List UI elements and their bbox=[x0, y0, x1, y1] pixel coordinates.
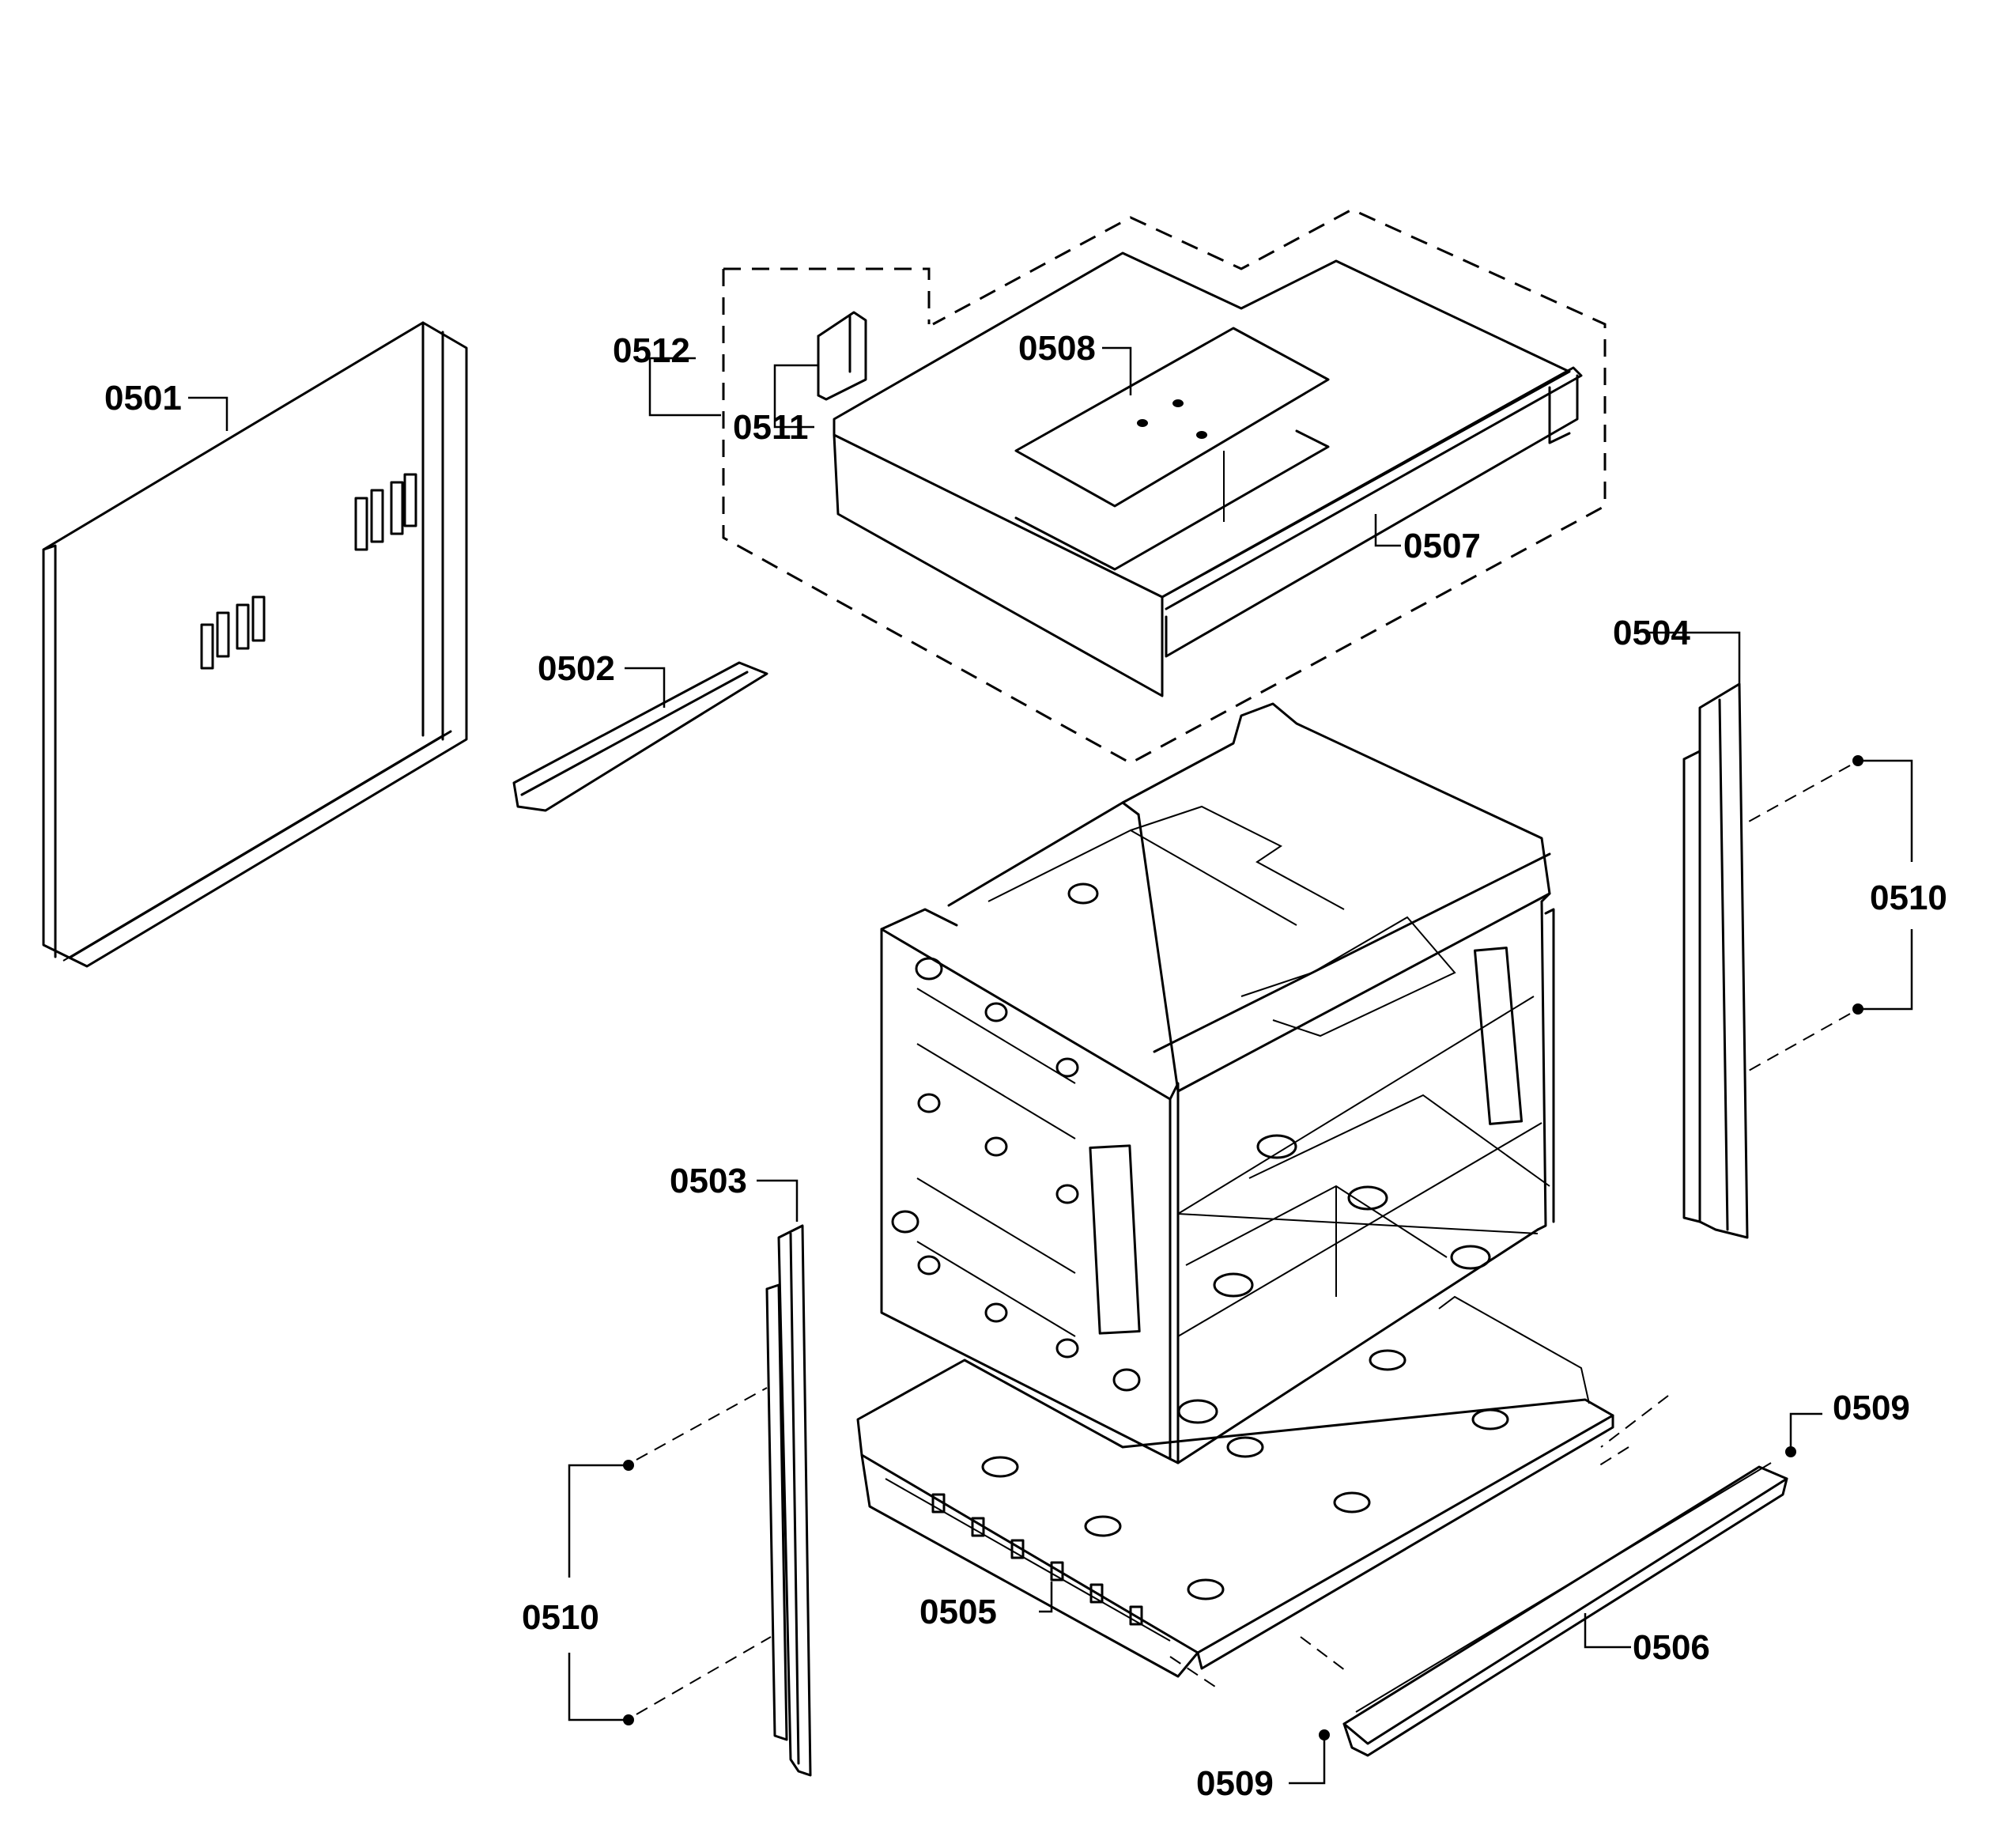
label-0510-left: 0510 bbox=[522, 1598, 599, 1637]
part-0501-back-panel bbox=[42, 321, 468, 968]
label-0505: 0505 bbox=[919, 1593, 997, 1631]
assembly-guide-lines bbox=[636, 765, 1851, 1715]
part-0504-right-strip bbox=[1682, 682, 1749, 1239]
part-0507-top-cover bbox=[833, 251, 1583, 697]
part-0508-plate bbox=[1014, 327, 1330, 571]
top-assembly-outline bbox=[722, 208, 1607, 765]
main-cavity-frame bbox=[880, 702, 1555, 1464]
label-0503: 0503 bbox=[670, 1162, 747, 1200]
label-0502: 0502 bbox=[538, 649, 615, 688]
label-0506: 0506 bbox=[1633, 1628, 1710, 1667]
part-0503-left-strip bbox=[765, 1224, 812, 1777]
part-0502-bracket bbox=[512, 661, 768, 812]
label-0511: 0511 bbox=[733, 408, 808, 447]
callout-leaders bbox=[188, 346, 1913, 1785]
screws bbox=[623, 755, 1863, 1740]
part-0506-front-trim bbox=[1342, 1462, 1788, 1757]
callout-labels: 0501 0502 0512 0511 0508 0507 0504 0510 … bbox=[104, 329, 1947, 1803]
part-0505-base-tray bbox=[856, 1295, 1614, 1678]
label-0507: 0507 bbox=[1403, 527, 1481, 565]
label-0510-right: 0510 bbox=[1870, 879, 1947, 917]
label-0504: 0504 bbox=[1613, 614, 1690, 652]
label-0508: 0508 bbox=[1018, 329, 1096, 368]
label-0509-top: 0509 bbox=[1833, 1389, 1910, 1427]
label-0512: 0512 bbox=[613, 331, 690, 370]
label-0509-bottom: 0509 bbox=[1196, 1764, 1274, 1803]
part-0511-small-bracket bbox=[817, 311, 867, 401]
label-0501: 0501 bbox=[104, 379, 182, 418]
